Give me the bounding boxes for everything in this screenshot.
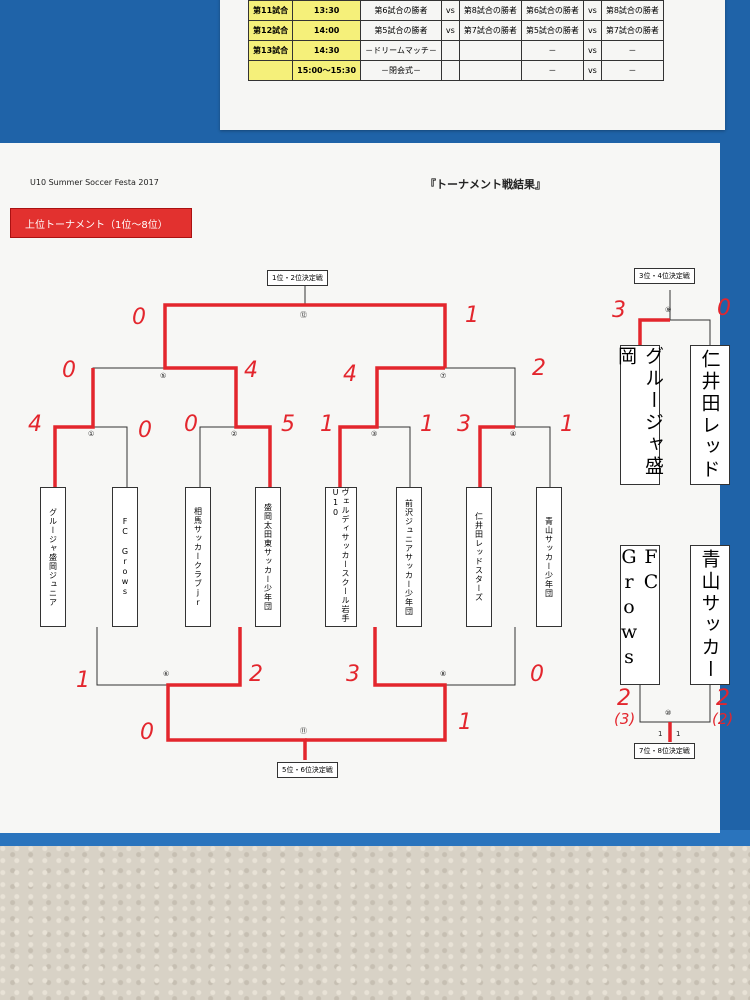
match-number: ⑥: [163, 670, 170, 678]
label-final78: 7位・8位決定戦: [634, 743, 695, 759]
match-number: ⑫: [300, 311, 307, 319]
score: 0: [132, 305, 146, 330]
score: 4: [28, 412, 42, 437]
score: (2): [712, 710, 734, 728]
schedule-cell: －: [600, 60, 664, 81]
score: 0: [717, 296, 731, 321]
score: 1: [658, 730, 663, 738]
wall-texture: [0, 845, 750, 1000]
team-box: 盛岡太田東サッカー少年団: [255, 487, 281, 627]
schedule-cell: 14:00: [292, 20, 362, 41]
match-number: ①: [88, 430, 95, 438]
schedule-cell: 第12試合: [247, 20, 294, 41]
score: 4: [343, 362, 357, 387]
section-banner: 上位トーナメント（1位～8位）: [10, 208, 192, 238]
score: 3: [346, 662, 360, 687]
score: 1: [465, 303, 479, 328]
score: 4: [244, 358, 258, 383]
team-box: 青山サッカー少年団: [536, 487, 562, 627]
team-box: 仁井田レッドスターズ: [466, 487, 492, 627]
match-number: ③: [371, 430, 378, 438]
label-final34: 3位・4位決定戦: [634, 268, 695, 284]
schedule-cell: 第5試合の勝者: [520, 20, 584, 41]
schedule-cell: 第13試合: [247, 40, 294, 61]
match-number: ⑪: [300, 727, 307, 735]
score: 1: [420, 412, 434, 437]
board-frame: [0, 830, 750, 846]
handwritten-team: 仁井田レッド: [690, 345, 730, 485]
match-number: ⑧: [440, 670, 447, 678]
schedule-cell: 第11試合: [247, 0, 294, 21]
score: 1: [676, 730, 681, 738]
match-number: ⑦: [440, 372, 447, 380]
score: 3: [612, 298, 626, 323]
schedule-cell: 14:30: [292, 40, 362, 61]
schedule-row: 15:00～15:30－閉会式－ －vs－: [247, 60, 664, 81]
score: 3: [457, 412, 471, 437]
schedule-cell: vs: [582, 60, 602, 81]
score: 0: [530, 662, 544, 687]
score: 1: [320, 412, 334, 437]
score: 0: [184, 412, 198, 437]
score: 1: [76, 668, 90, 693]
score: (3): [614, 710, 636, 728]
event-name: U10 Summer Soccer Festa 2017: [30, 178, 159, 187]
team-box: ヴェルディサッカースクール岩手U10: [325, 487, 357, 627]
team-box: FC Grows: [112, 487, 138, 627]
score: 1: [458, 710, 472, 735]
schedule-cell: [247, 60, 294, 81]
score: 0: [138, 418, 152, 443]
team-box: 相馬サッカークラブjr: [185, 487, 211, 627]
schedule-cell: 15:00～15:30: [292, 60, 362, 81]
score: 0: [140, 720, 154, 745]
score: 2: [532, 356, 546, 381]
score: 0: [62, 358, 76, 383]
match-number: ⑩: [665, 709, 672, 717]
match-number: ⑤: [160, 372, 167, 380]
score: 5: [281, 412, 295, 437]
match-number: ④: [510, 430, 517, 438]
handwritten-team: 青山サッカー: [690, 545, 730, 685]
match-number: ②: [231, 430, 238, 438]
team-box: 前沢ジュニアサッカー少年団: [396, 487, 422, 627]
page-title: 『トーナメント戦結果』: [425, 178, 546, 191]
team-box: グルージャ盛岡ジュニア: [40, 487, 66, 627]
schedule-cell: －閉会式－: [360, 60, 442, 81]
label-final12: 1位・2位決定戦: [267, 270, 328, 286]
score: 2: [249, 662, 263, 687]
handwritten-team: グルージャ盛岡: [615, 345, 664, 485]
label-final56: 5位・6位決定戦: [277, 762, 338, 778]
match-number: ⑨: [665, 306, 672, 314]
handwritten-team: FC Grows: [618, 545, 662, 685]
score: 1: [560, 412, 574, 437]
score: 2: [716, 686, 730, 711]
score: 2: [617, 686, 631, 711]
schedule-cell: －: [520, 60, 584, 81]
